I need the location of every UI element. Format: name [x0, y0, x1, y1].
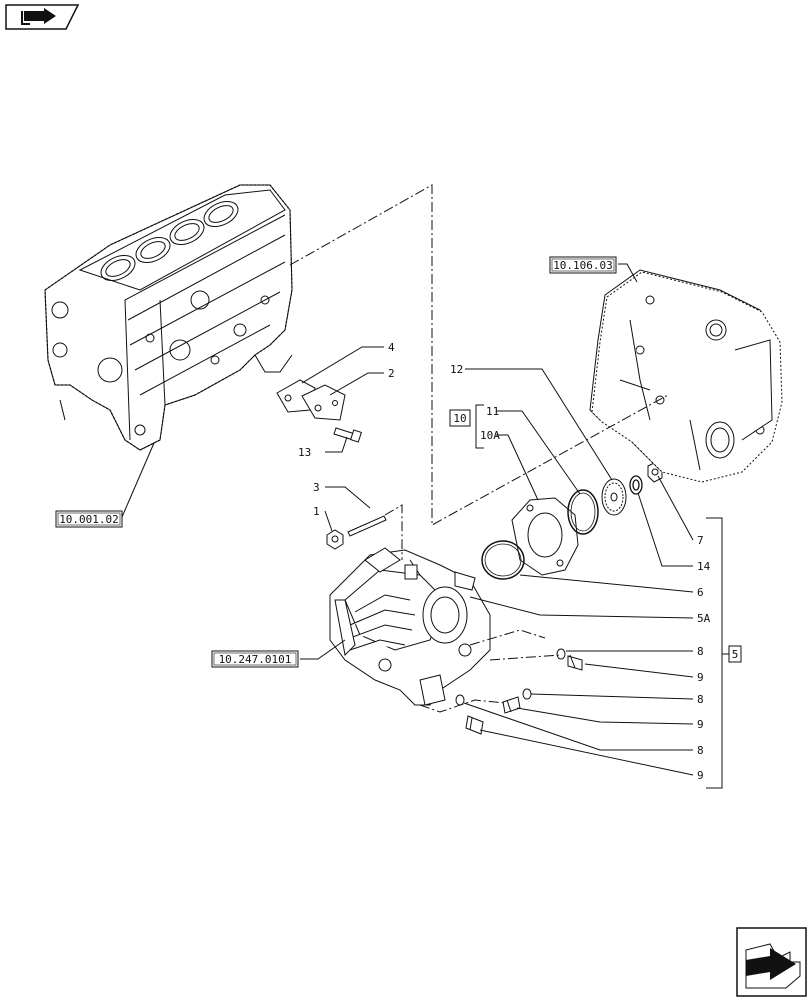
callout-7: 7	[697, 534, 704, 547]
group-box-5: 5	[728, 645, 742, 663]
injection-pump-illustration	[329, 547, 491, 706]
washer-14-part	[629, 475, 643, 495]
callout-8-c: 8	[697, 744, 704, 757]
fitting-set-2-part	[502, 688, 532, 714]
mounting-plate-part	[276, 379, 346, 421]
callout-12: 12	[450, 363, 463, 376]
callout-10a: 10A	[480, 429, 500, 442]
o-ring-6-part	[481, 540, 525, 580]
group-5-label: 5	[732, 648, 739, 661]
callout-2: 2	[388, 367, 395, 380]
ref-box-engine-block[interactable]: 10.001.02	[55, 510, 123, 528]
engine-block-illustration	[44, 184, 293, 451]
book-arrow-icon[interactable]	[5, 4, 80, 30]
page-forward-arrow-icon[interactable]	[736, 927, 807, 997]
ref-injection-pump-label: 10.247.0101	[219, 653, 292, 666]
callout-3: 3	[313, 481, 320, 494]
group-10-label: 10	[453, 412, 466, 425]
ref-box-injection-pump[interactable]: 10.247.0101	[211, 650, 299, 668]
callout-8-a: 8	[697, 645, 704, 658]
callout-14: 14	[697, 560, 711, 573]
callout-labels: 4 2 13 3 1 12 11 10A 7 14 6 5A 8 9 8 9 8…	[298, 341, 711, 782]
callout-5a: 5A	[697, 612, 711, 625]
callout-1: 1	[313, 505, 320, 518]
callout-6: 6	[697, 586, 704, 599]
gear-12-part	[601, 478, 627, 516]
ref-box-timing-cover[interactable]: 10.106.03	[549, 256, 617, 274]
dashed-assembly-lines	[289, 184, 669, 713]
nut-1-part	[326, 529, 344, 550]
fitting-set-1-part	[556, 648, 583, 671]
bolt-13-part	[333, 427, 362, 443]
callout-13: 13	[298, 446, 311, 459]
ref-engine-block-label: 10.001.02	[59, 513, 119, 526]
callout-9-a: 9	[697, 671, 704, 684]
callout-11: 11	[486, 405, 499, 418]
callout-4: 4	[388, 341, 395, 354]
callout-9-c: 9	[697, 769, 704, 782]
flange-10a-part	[511, 497, 579, 576]
stud-3-part	[347, 515, 387, 537]
fitting-set-3-part	[455, 694, 484, 735]
timing-cover-illustration	[589, 269, 783, 483]
callout-9-b: 9	[697, 718, 704, 731]
ref-timing-cover-label: 10.106.03	[553, 259, 613, 272]
o-ring-11-part	[567, 489, 599, 535]
group-box-10: 10	[449, 409, 471, 427]
leader-lines	[121, 263, 729, 789]
callout-8-b: 8	[697, 693, 704, 706]
